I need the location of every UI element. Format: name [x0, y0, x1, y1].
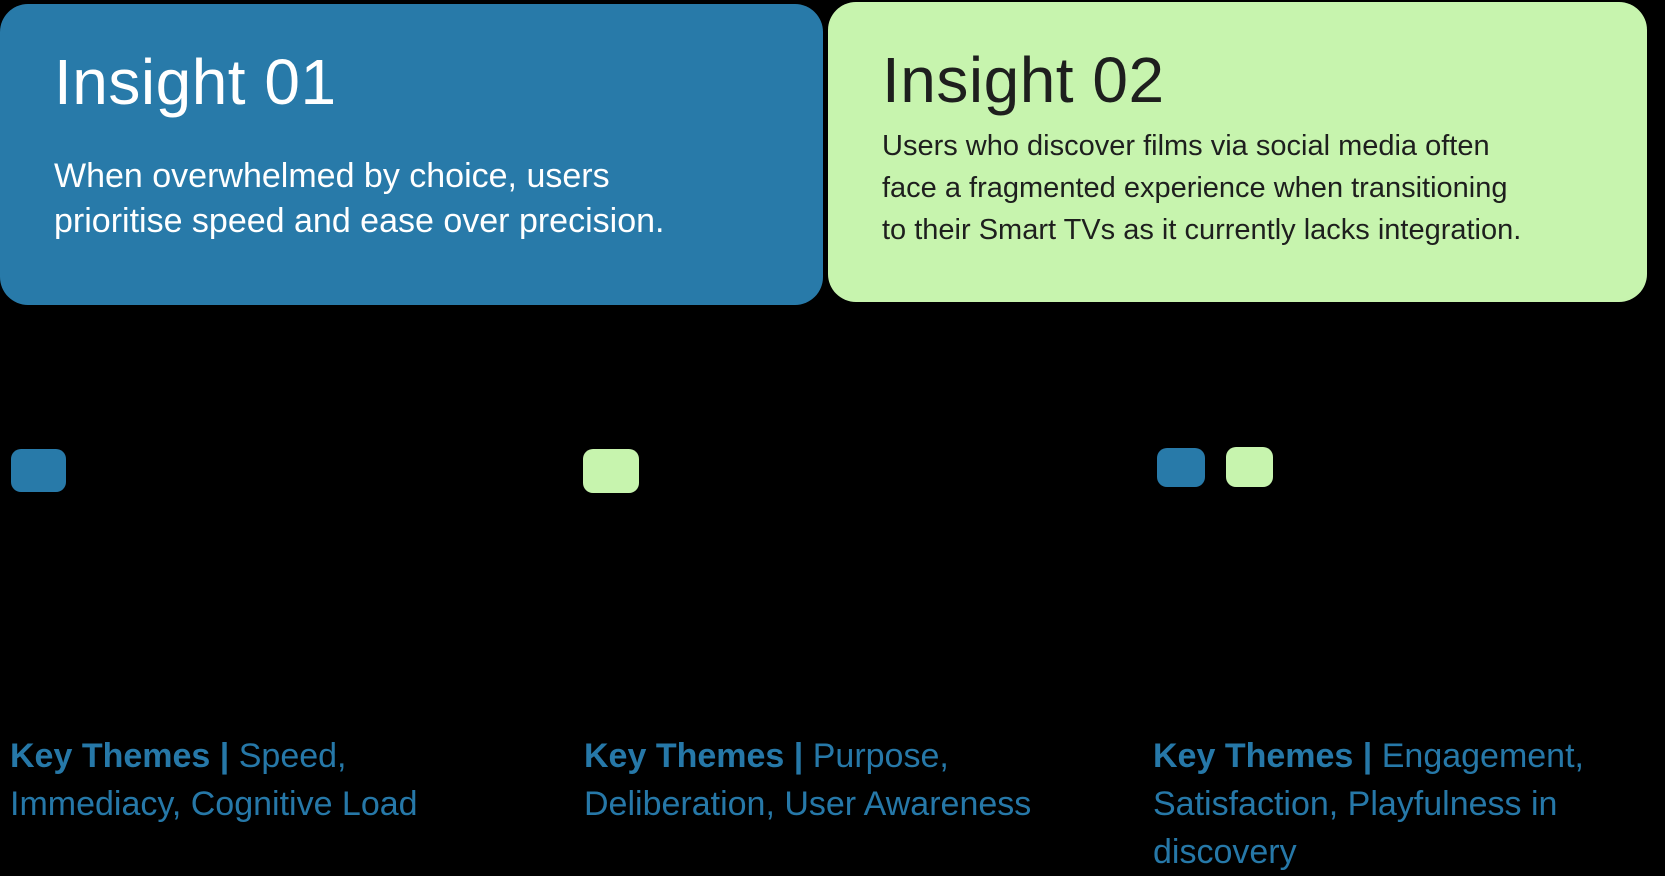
key-themes-label: Key Themes |: [1153, 737, 1373, 775]
key-themes-column-2: Key Themes | Purpose, Deliberation, User…: [584, 732, 1031, 828]
key-themes-column-1: Key Themes | Speed, Immediacy, Cognitive…: [10, 732, 418, 828]
key-themes-label: Key Themes |: [584, 737, 804, 775]
insight-card-02: Insight 02 Users who discover films via …: [828, 2, 1647, 302]
insight-01-body: When overwhelmed by choice, users priori…: [54, 157, 665, 240]
legend-chip-green: [1226, 447, 1273, 487]
legend-chip-blue: [11, 449, 66, 492]
insight-card-01: Insight 01 When overwhelmed by choice, u…: [0, 4, 823, 305]
legend-chip-blue: [1157, 448, 1205, 487]
key-themes-text: Engagement, Satisfaction, Playfulness in…: [1153, 737, 1584, 871]
key-themes-text: Purpose, Deliberation, User Awareness: [584, 737, 1032, 823]
insight-02-body: Users who discover films via social medi…: [882, 130, 1522, 246]
legend-chip-green: [583, 449, 639, 493]
key-themes-label: Key Themes |: [10, 737, 230, 775]
insight-02-title: Insight 02: [882, 44, 1165, 116]
key-themes-column-3: Key Themes | Engagement, Satisfaction, P…: [1153, 732, 1584, 876]
key-themes-text: Speed, Immediacy, Cognitive Load: [10, 737, 418, 823]
insight-01-title: Insight 01: [54, 46, 337, 118]
